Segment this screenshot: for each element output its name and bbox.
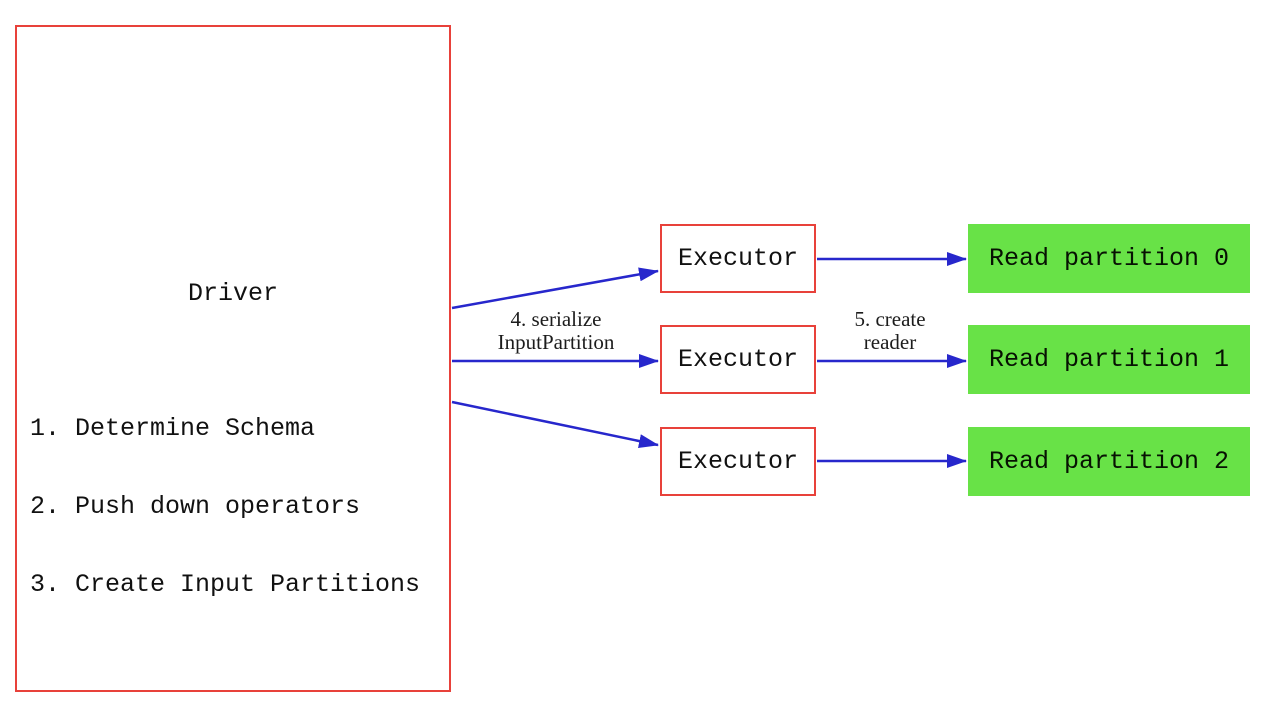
read-partition-0-box: Read partition 0 <box>968 224 1250 293</box>
driver-step-3: 3. Create Input Partitions <box>30 570 421 599</box>
edge-label-serialize-inputpartition: 4. serialize InputPartition <box>456 308 656 354</box>
executor-box-3: Executor <box>660 427 816 496</box>
driver-step-2: 2. Push down operators <box>30 492 361 521</box>
edge-driver-executor1 <box>451 267 659 310</box>
edge-label-serialize-line1: 4. serialize <box>510 307 602 331</box>
read-partition-1-box: Read partition 1 <box>968 325 1250 394</box>
edge-label-reader-line2: reader <box>863 330 917 354</box>
edge-label-reader-line1: 5. create <box>854 307 926 331</box>
executor-box-2: Executor <box>660 325 816 394</box>
executor-label-1: Executor <box>677 244 799 273</box>
driver-box <box>15 25 451 692</box>
read-partition-0-label: Read partition 0 <box>988 244 1230 273</box>
read-partition-1-label: Read partition 1 <box>988 345 1230 374</box>
edge-label-serialize-line2: InputPartition <box>497 330 615 354</box>
executor-box-1: Executor <box>660 224 816 293</box>
edge-label-create-reader: 5. create reader <box>810 308 970 354</box>
executor-label-3: Executor <box>677 447 799 476</box>
driver-steps: 1. Determine Schema 2. Push down operato… <box>30 364 420 650</box>
driver-title: Driver <box>187 279 278 308</box>
executor-label-2: Executor <box>677 345 799 374</box>
read-partition-2-label: Read partition 2 <box>988 447 1230 476</box>
edge-driver-executor3 <box>451 400 659 448</box>
read-partition-2-box: Read partition 2 <box>968 427 1250 496</box>
driver-step-1: 1. Determine Schema <box>30 414 316 443</box>
